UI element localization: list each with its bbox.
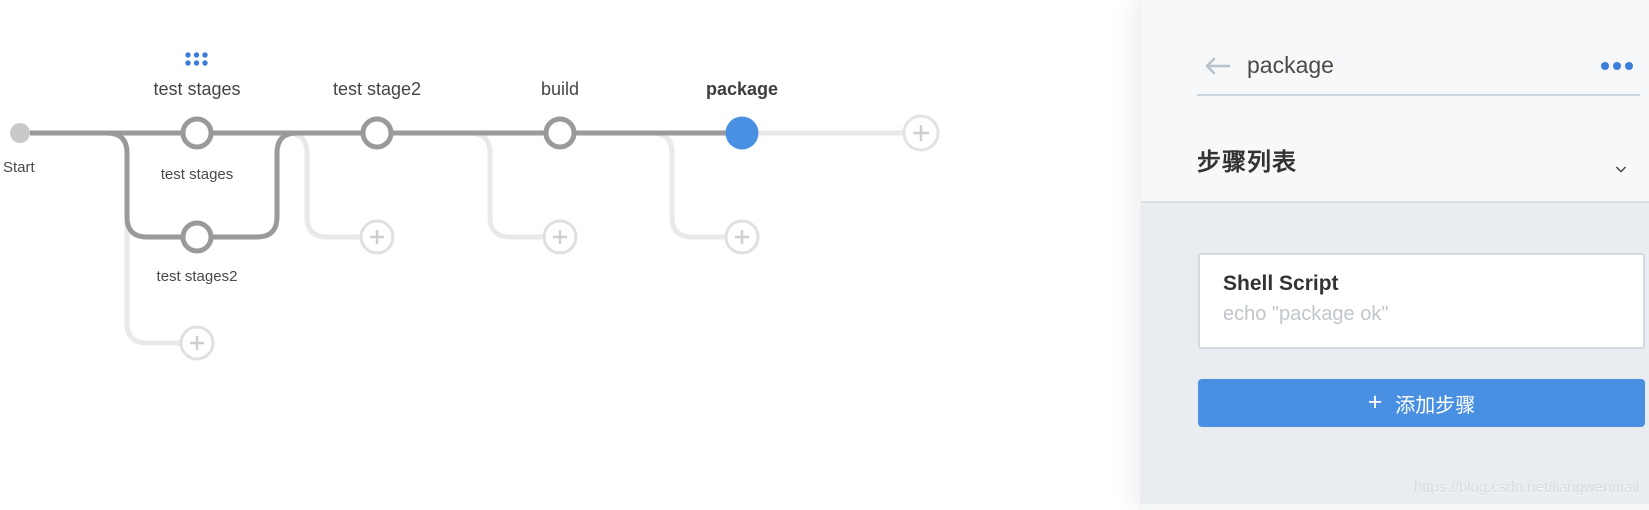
edge-add-branch-test-stage2	[286, 130, 361, 240]
plus-icon: +	[1367, 387, 1383, 416]
more-menu-icon[interactable]	[1599, 56, 1635, 76]
back-arrow-icon[interactable]	[1203, 56, 1231, 76]
pipeline-graph: test stages test stage2 build package St…	[3, 52, 940, 361]
title-underline	[1197, 94, 1640, 96]
watermark-text: https://blog.csdn.net/liangwenmail	[1413, 479, 1639, 496]
step-card-shell-script[interactable]: Shell Script echo "package ok"	[1198, 253, 1645, 349]
plus-icon	[370, 230, 384, 244]
start-node-label: Start	[3, 159, 36, 176]
add-step-button[interactable]: + 添加步骤	[1198, 379, 1645, 427]
add-parallel-branch-button-test-stage2[interactable]	[359, 219, 395, 255]
stage-node-test-stage2[interactable]	[360, 116, 394, 150]
plus-icon	[735, 230, 749, 244]
stage-node-test-stages[interactable]	[180, 116, 214, 150]
start-node	[10, 123, 30, 143]
add-stage-button[interactable]	[902, 114, 940, 152]
stage-title: package	[1247, 52, 1334, 78]
branch-node-test-stages2[interactable]	[180, 220, 214, 254]
steps-section-header: 步骤列表	[1141, 96, 1649, 201]
edge-add-branch-build	[469, 130, 544, 240]
plus-icon	[553, 230, 567, 244]
add-parallel-branch-button-build[interactable]	[542, 219, 578, 255]
plus-icon	[190, 336, 204, 350]
stage-drag-handle-icon[interactable]	[185, 52, 208, 66]
stage-label-package: package	[706, 79, 778, 99]
add-step-button-label: 添加步骤	[1395, 394, 1476, 417]
stage-node-package-selected[interactable]	[725, 116, 759, 150]
chevron-down-icon[interactable]	[1609, 162, 1633, 177]
branch-label-test-stages: test stages	[161, 166, 234, 183]
add-parallel-branch-button-test-stages[interactable]	[179, 325, 215, 361]
branch-label-test-stages2: test stages2	[157, 268, 238, 285]
stage-details-panel: package 步骤列表 Shell Script echo "package …	[1140, 0, 1649, 510]
stage-label-test-stages: test stages	[153, 79, 240, 99]
steps-list-section: Shell Script echo "package ok" + 添加步骤 ht…	[1141, 201, 1649, 504]
stage-label-test-stage2: test stage2	[333, 79, 421, 99]
add-parallel-branch-button-package[interactable]	[724, 219, 760, 255]
edge-add-branch-package	[651, 130, 726, 240]
step-name: Shell Script	[1223, 272, 1339, 295]
panel-header: package	[1141, 0, 1649, 79]
steps-section-title: 步骤列表	[1197, 149, 1297, 176]
plus-icon	[913, 125, 929, 141]
stage-label-build: build	[541, 79, 579, 99]
step-detail: echo "package ok"	[1223, 303, 1389, 325]
stage-node-build[interactable]	[543, 116, 577, 150]
